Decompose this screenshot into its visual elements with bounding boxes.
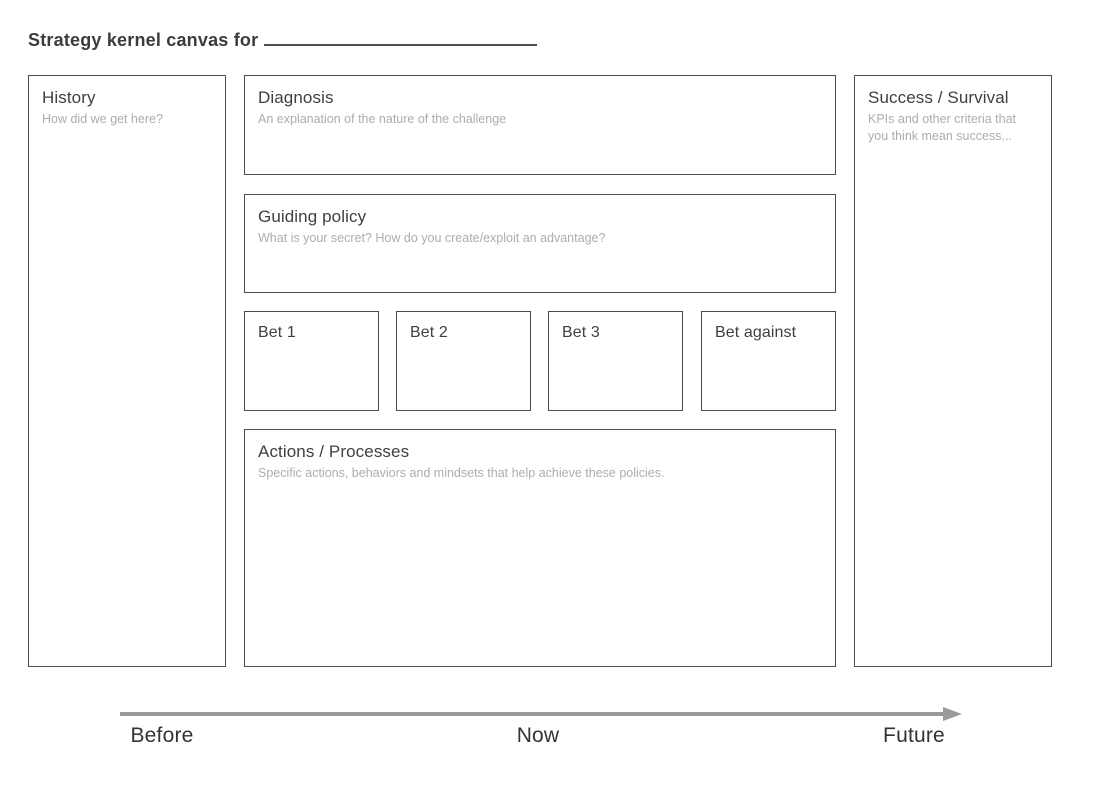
- bet-1-label: Bet 1: [258, 324, 296, 341]
- guiding-policy-subtitle: What is your secret? How do you create/e…: [258, 231, 606, 246]
- actions-processes-subtitle: Specific actions, behaviors and mindsets…: [258, 466, 665, 481]
- history-box: History How did we get here?: [28, 75, 226, 667]
- bet-1-box: Bet 1: [244, 311, 379, 411]
- timeline-label-now: Now: [516, 724, 560, 747]
- bet-against-label: Bet against: [715, 324, 797, 341]
- history-title: History: [42, 88, 96, 107]
- bet-3-box: Bet 3: [548, 311, 683, 411]
- guiding-policy-box: Guiding policy What is your secret? How …: [244, 194, 836, 293]
- success-survival-title: Success / Survival: [868, 88, 1009, 107]
- bet-2-box: Bet 2: [396, 311, 531, 411]
- diagnosis-box: Diagnosis An explanation of the nature o…: [244, 75, 836, 175]
- diagnosis-title: Diagnosis: [258, 88, 334, 107]
- history-subtitle: How did we get here?: [42, 112, 163, 127]
- title-blank-line: [264, 30, 538, 46]
- success-survival-box: Success / Survival KPIs and other criter…: [854, 75, 1052, 667]
- actions-processes-box: Actions / Processes Specific actions, be…: [244, 429, 836, 667]
- success-survival-subtitle: KPIs and other criteria that you think m…: [868, 112, 1016, 144]
- timeline-arrow-head-icon: [943, 707, 962, 721]
- timeline-arrow: [120, 707, 962, 723]
- timeline-label-before: Before: [130, 724, 194, 747]
- bet-against-box: Bet against: [701, 311, 836, 411]
- page-title: Strategy kernel canvas for: [28, 30, 538, 51]
- bet-3-label: Bet 3: [562, 324, 600, 341]
- actions-processes-title: Actions / Processes: [258, 442, 410, 461]
- timeline-label-future: Future: [883, 724, 945, 747]
- timeline-arrow-shaft: [120, 712, 944, 716]
- bet-2-label: Bet 2: [410, 324, 448, 341]
- guiding-policy-title: Guiding policy: [258, 207, 367, 226]
- page-title-text: Strategy kernel canvas for: [28, 30, 259, 50]
- diagnosis-subtitle: An explanation of the nature of the chal…: [258, 112, 507, 127]
